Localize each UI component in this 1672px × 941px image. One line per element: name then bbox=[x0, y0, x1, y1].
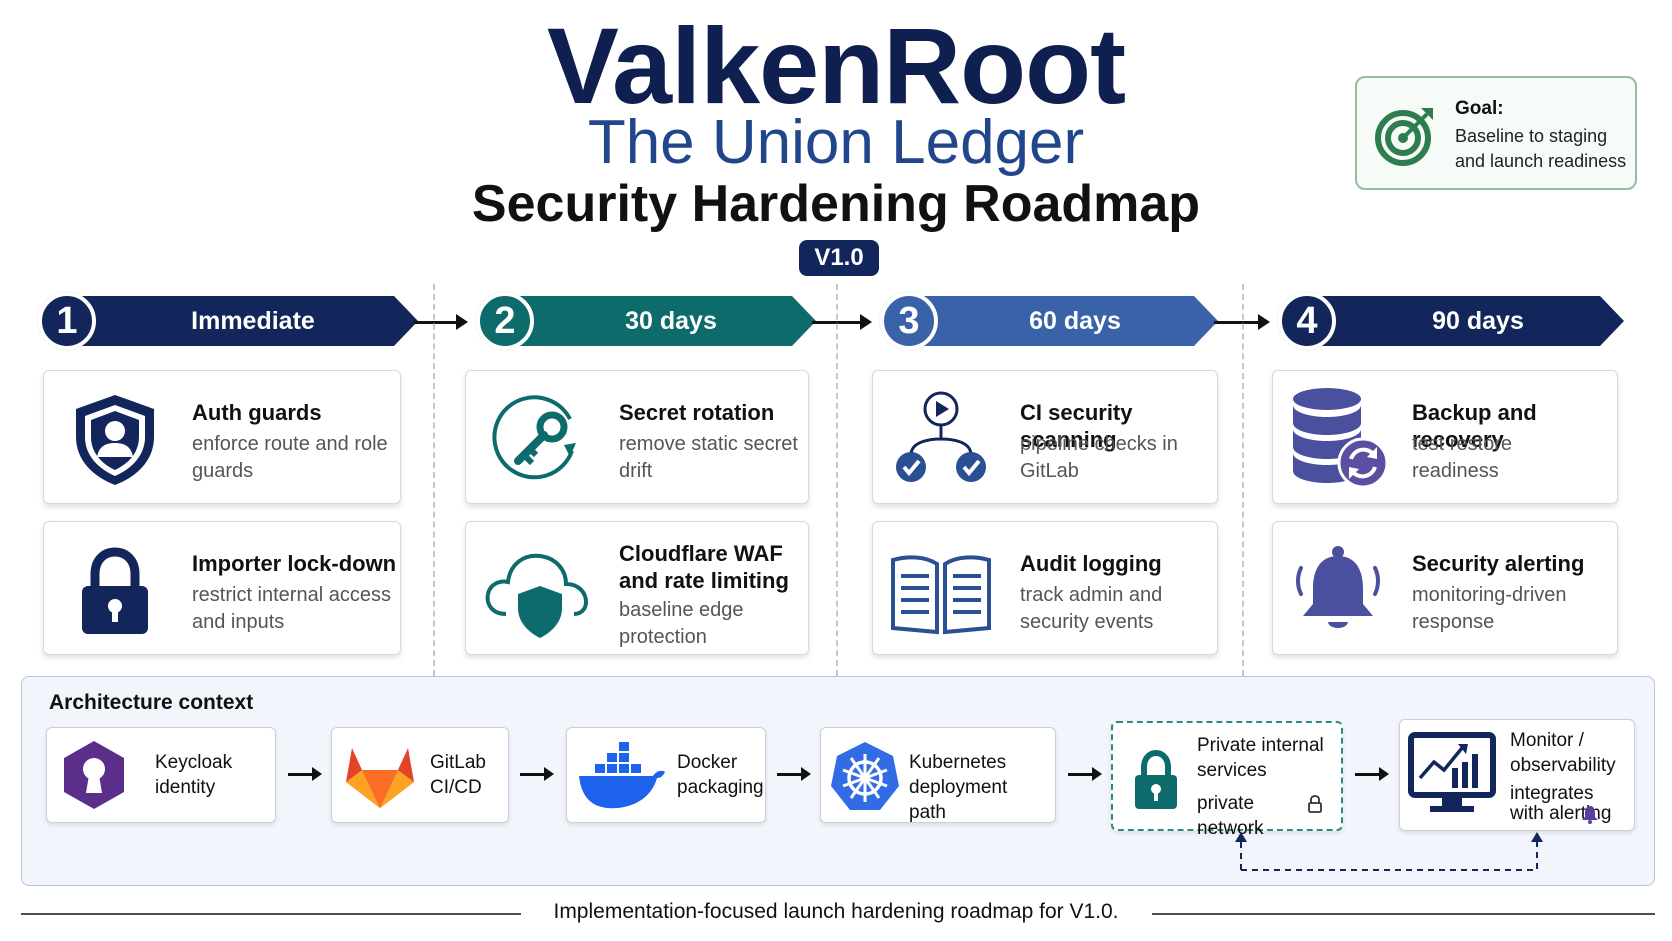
arch-item-label: Kubernetes deployment path bbox=[909, 752, 1008, 823]
padlock-icon bbox=[1135, 749, 1177, 809]
task-description: test restore readiness bbox=[1412, 433, 1513, 482]
goal-box: Goal: Baseline to staging and launch rea… bbox=[1355, 76, 1637, 190]
arch-item-sublabel: integrates with alerting bbox=[1510, 783, 1612, 824]
phase-number: 2 bbox=[476, 292, 534, 350]
task-title: Auth guards bbox=[192, 400, 322, 425]
open-book-icon bbox=[891, 555, 991, 635]
arch-item-label: Keycloak identity bbox=[155, 752, 233, 798]
task-title: CI security scanning bbox=[1020, 400, 1133, 452]
bell-icon bbox=[1296, 546, 1380, 628]
pipeline-check-icon bbox=[896, 391, 986, 482]
task-card-backup-recovery: Backup and recovery test restore readine… bbox=[1272, 370, 1618, 504]
feedback-loop-arrow bbox=[1235, 832, 1543, 871]
column-divider bbox=[836, 284, 838, 676]
phase-connector-arrow bbox=[1214, 314, 1270, 330]
flow-arrow bbox=[1355, 767, 1389, 781]
lock-small-icon bbox=[1308, 795, 1322, 813]
phase-3-header: 3 60 days bbox=[880, 292, 1218, 350]
arch-item-gitlab: GitLab CI/CD bbox=[331, 727, 509, 823]
gitlab-icon bbox=[346, 748, 414, 808]
task-description: pipeline checks in GitLab bbox=[1020, 433, 1178, 482]
keycloak-icon bbox=[64, 741, 124, 809]
task-title: Secret rotation bbox=[619, 400, 775, 425]
phase-label: 90 days bbox=[1432, 307, 1524, 335]
architecture-heading: Architecture context bbox=[49, 691, 254, 714]
phase-number: 4 bbox=[1278, 292, 1336, 350]
roadmap-title: Security Hardening Roadmap bbox=[471, 175, 1201, 233]
arch-item-kubernetes: Kubernetes deployment path bbox=[820, 727, 1056, 823]
goal-text: Baseline to staging and launch readiness bbox=[1455, 126, 1627, 171]
target-icon bbox=[1375, 108, 1433, 166]
arch-item-label: Monitor / observability bbox=[1510, 730, 1616, 776]
flow-arrow bbox=[777, 767, 811, 781]
cloud-shield-icon bbox=[485, 553, 589, 638]
shield-user-icon bbox=[76, 395, 154, 485]
app-subtitle: The Union Ledger bbox=[587, 108, 1085, 177]
task-description: enforce route and role guards bbox=[192, 433, 388, 482]
flow-arrow bbox=[1068, 767, 1102, 781]
key-rotation-icon bbox=[492, 395, 576, 480]
task-title: Security alerting bbox=[1412, 551, 1585, 576]
phase-1-header: 1 Immediate bbox=[38, 292, 418, 350]
arch-item-keycloak: Keycloak identity bbox=[46, 727, 276, 823]
task-description: restrict internal access and inputs bbox=[192, 584, 391, 633]
footer-note: Implementation-focused launch hardening … bbox=[553, 900, 1119, 923]
monitor-chart-icon bbox=[1408, 732, 1496, 812]
task-description: remove static secret drift bbox=[619, 433, 798, 482]
task-title: Audit logging bbox=[1020, 551, 1162, 576]
phase-2-header: 2 30 days bbox=[476, 292, 816, 350]
phase-label: 60 days bbox=[1029, 307, 1121, 335]
kubernetes-icon bbox=[831, 742, 899, 810]
padlock-icon bbox=[82, 547, 148, 634]
footer-rule-left bbox=[21, 913, 521, 915]
version-badge: V1.0 bbox=[799, 240, 879, 276]
docker-icon bbox=[579, 742, 665, 809]
arch-item-label: Docker packaging bbox=[677, 752, 764, 798]
phase-number: 3 bbox=[880, 292, 938, 350]
bell-small-icon bbox=[1582, 806, 1598, 824]
phase-connector-arrow bbox=[414, 314, 468, 330]
phase-connector-arrow bbox=[812, 314, 872, 330]
task-card-security-alerting: Security alerting monitoring-driven resp… bbox=[1272, 521, 1618, 655]
app-title: ValkenRoot bbox=[546, 5, 1126, 126]
task-title: Importer lock-down bbox=[192, 551, 397, 576]
task-card-importer-lock-down: Importer lock-down restrict internal acc… bbox=[43, 521, 401, 655]
phase-4-header: 4 90 days bbox=[1278, 292, 1624, 350]
arch-item-sublabel: private network bbox=[1197, 793, 1264, 839]
task-description: monitoring-driven response bbox=[1412, 584, 1567, 633]
architecture-panel: Architecture context Keycloak identity G… bbox=[21, 676, 1655, 886]
footer-rule-right bbox=[1152, 913, 1655, 915]
task-card-cloudflare-waf: Cloudflare WAF and rate limiting baselin… bbox=[465, 521, 809, 655]
arch-item-docker: Docker packaging bbox=[566, 727, 766, 823]
flow-arrow bbox=[288, 767, 322, 781]
task-card-audit-logging: Audit logging track admin and security e… bbox=[872, 521, 1218, 655]
column-divider bbox=[1242, 284, 1244, 676]
flow-arrow bbox=[520, 767, 554, 781]
task-description: baseline edge protection bbox=[619, 599, 744, 648]
phase-number: 1 bbox=[38, 292, 96, 350]
arch-item-label: GitLab CI/CD bbox=[430, 752, 486, 798]
task-title: Cloudflare WAF and rate limiting bbox=[619, 541, 789, 593]
task-title: Backup and recovery bbox=[1412, 400, 1537, 452]
phase-label: 30 days bbox=[625, 307, 717, 335]
arch-item-monitor: Monitor / observability integrates with … bbox=[1399, 719, 1635, 831]
goal-label: Goal: bbox=[1455, 98, 1504, 119]
task-card-secret-rotation: Secret rotation remove static secret dri… bbox=[465, 370, 809, 504]
column-divider bbox=[433, 284, 435, 676]
arch-item-private-services: Private internal services private networ… bbox=[1111, 721, 1343, 839]
task-card-ci-security-scanning: CI security scanning pipeline checks in … bbox=[872, 370, 1218, 504]
database-restore-icon bbox=[1293, 388, 1389, 489]
arch-item-label: Private internal services bbox=[1197, 735, 1324, 781]
task-description: track admin and security events bbox=[1020, 584, 1163, 633]
phase-label: Immediate bbox=[191, 307, 315, 335]
task-card-auth-guards: Auth guards enforce route and role guard… bbox=[43, 370, 401, 504]
